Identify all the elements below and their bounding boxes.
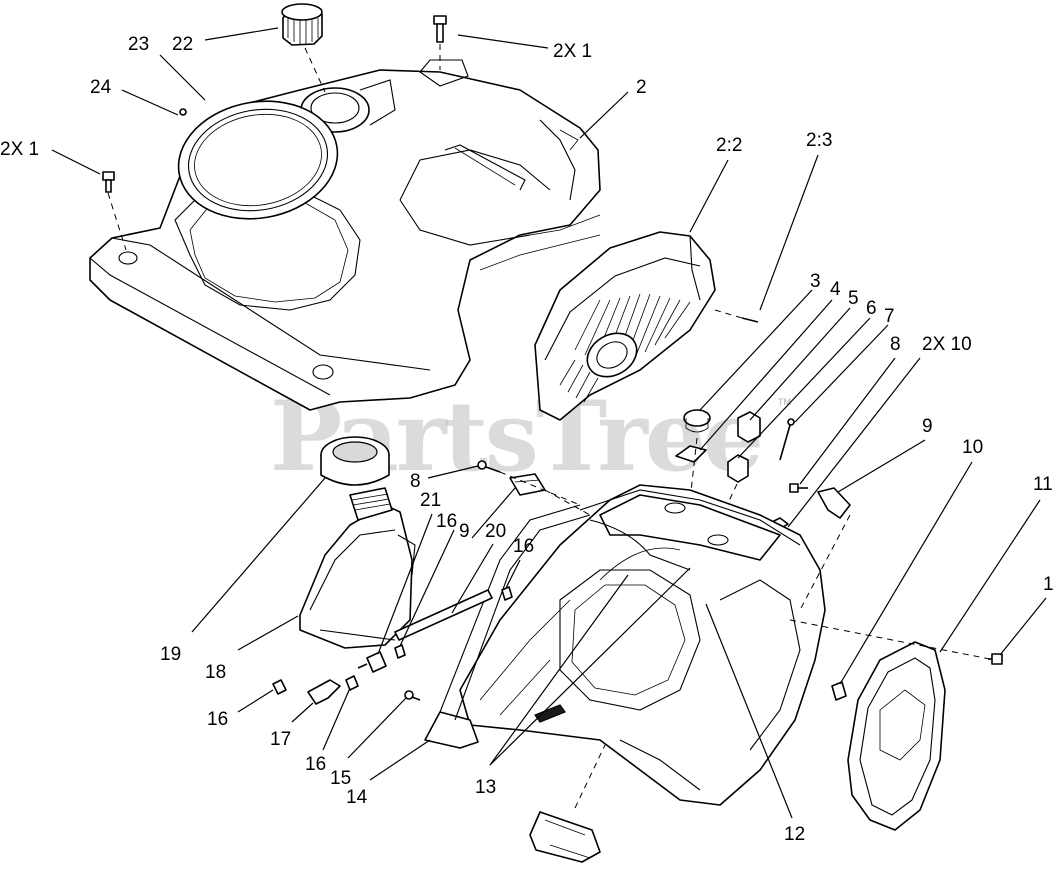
end-cover[interactable] bbox=[847, 641, 946, 831]
fuel-filter[interactable] bbox=[357, 651, 387, 673]
grille-screw[interactable] bbox=[741, 317, 759, 323]
callout-2x1-left: 2X 1 bbox=[0, 139, 39, 160]
nut-10[interactable] bbox=[831, 681, 847, 701]
screw-left[interactable] bbox=[477, 460, 501, 473]
callout-4: 4 bbox=[830, 279, 841, 300]
gasket-ring[interactable] bbox=[169, 89, 347, 231]
lower-housing[interactable] bbox=[459, 484, 826, 806]
left-screw[interactable] bbox=[102, 171, 115, 193]
clamp-c[interactable] bbox=[272, 679, 287, 695]
ring-screw[interactable] bbox=[179, 108, 187, 116]
grille-slats bbox=[559, 293, 691, 403]
callout-16-d: 16 bbox=[305, 754, 326, 775]
callout-5: 5 bbox=[848, 288, 859, 309]
callout-2-3: 2:3 bbox=[806, 130, 832, 151]
washer[interactable] bbox=[675, 445, 707, 463]
watermark-trademark: TM bbox=[778, 397, 791, 407]
callout-14: 14 bbox=[346, 787, 368, 808]
bottom-bracket[interactable] bbox=[529, 811, 601, 863]
callout-23: 23 bbox=[128, 34, 149, 55]
callout-labels: 22 23 24 2X 1 2X 1 2 2:2 2:3 3 4 5 6 7 8… bbox=[0, 34, 1054, 845]
callout-9-left: 9 bbox=[459, 521, 470, 542]
elbow[interactable] bbox=[307, 679, 341, 705]
side-grille-cover[interactable] bbox=[534, 231, 716, 421]
screw-right[interactable] bbox=[789, 483, 808, 493]
screw-15[interactable] bbox=[404, 690, 421, 701]
callout-2x1-top: 2X 1 bbox=[553, 41, 592, 62]
callout-15: 15 bbox=[330, 768, 351, 789]
knob-base[interactable] bbox=[727, 454, 749, 483]
callout-19: 19 bbox=[160, 644, 181, 665]
callout-11: 11 bbox=[1033, 474, 1053, 495]
top-screw[interactable] bbox=[433, 15, 447, 43]
upper-shroud[interactable] bbox=[89, 59, 601, 411]
callout-3: 3 bbox=[810, 271, 821, 292]
callout-13: 13 bbox=[475, 777, 496, 798]
clip-right[interactable] bbox=[817, 487, 851, 519]
callout-2x10: 2X 10 bbox=[922, 334, 972, 355]
callout-9-right: 9 bbox=[922, 416, 933, 437]
clamp-b[interactable] bbox=[501, 586, 513, 601]
callout-2: 2 bbox=[636, 77, 647, 98]
callout-16-a: 16 bbox=[436, 511, 457, 532]
callout-8-right: 8 bbox=[890, 334, 901, 355]
callout-20: 20 bbox=[485, 521, 506, 542]
callout-1: 1 bbox=[1043, 574, 1054, 595]
callout-18: 18 bbox=[205, 662, 226, 683]
callout-17: 17 bbox=[270, 729, 291, 750]
callout-16-c: 16 bbox=[207, 709, 228, 730]
callout-22: 22 bbox=[172, 34, 193, 55]
grommet[interactable] bbox=[683, 409, 711, 433]
tank-seal[interactable] bbox=[320, 436, 390, 486]
fuel-cap[interactable] bbox=[281, 3, 323, 46]
callout-6: 6 bbox=[866, 298, 877, 319]
callout-10: 10 bbox=[962, 437, 983, 458]
knob[interactable] bbox=[737, 411, 761, 443]
leader-lines bbox=[51, 27, 1047, 819]
clamp-a[interactable] bbox=[394, 644, 406, 659]
callout-12: 12 bbox=[784, 824, 805, 845]
end-screw[interactable] bbox=[988, 653, 1003, 665]
long-screw[interactable] bbox=[779, 418, 795, 461]
callout-24: 24 bbox=[90, 77, 112, 98]
callout-21: 21 bbox=[420, 490, 441, 511]
wire-13[interactable] bbox=[589, 519, 691, 571]
callout-8-left: 8 bbox=[410, 471, 421, 492]
callout-16-b: 16 bbox=[513, 536, 534, 557]
fuel-tank[interactable] bbox=[299, 487, 416, 649]
callout-2-2: 2:2 bbox=[716, 135, 742, 156]
callout-7: 7 bbox=[884, 306, 895, 327]
bracket-14[interactable] bbox=[424, 504, 591, 749]
clamp-d[interactable] bbox=[345, 675, 359, 691]
